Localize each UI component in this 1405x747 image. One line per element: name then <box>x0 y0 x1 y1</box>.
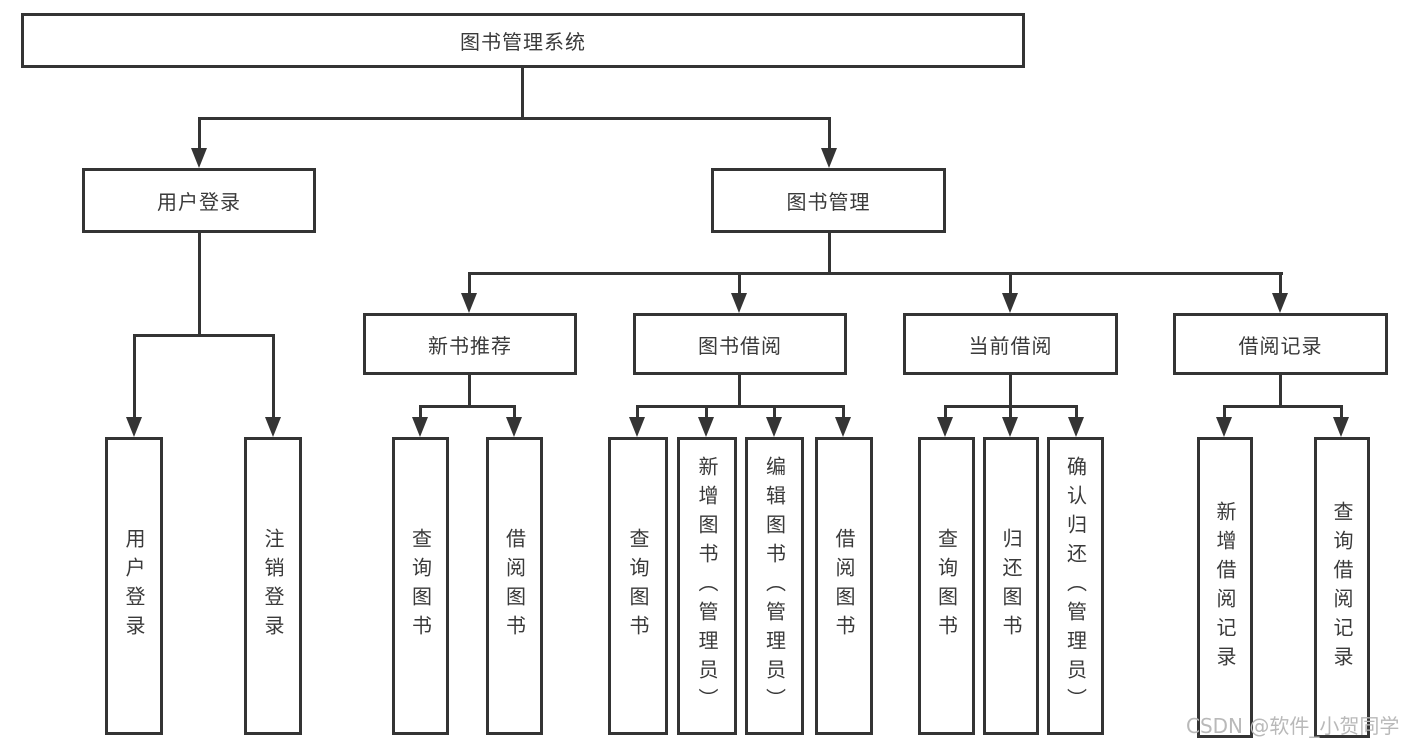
leaf-label: 借阅图书 <box>832 528 856 644</box>
arrow-down-icon <box>937 417 953 437</box>
arrow-down-icon <box>766 417 782 437</box>
leaf-query-books-1: 查询图书 <box>392 437 449 735</box>
leaf-label: 新增图书（管理员） <box>695 455 719 717</box>
connector-line <box>198 117 831 120</box>
node-user-login-label: 用户登录 <box>157 190 241 214</box>
connector-line <box>133 336 136 420</box>
arrow-down-icon <box>1272 293 1288 313</box>
leaf-query-books-3: 查询图书 <box>918 437 975 735</box>
arrow-down-icon <box>821 148 837 168</box>
leaf-confirm-return-admin: 确认归还（管理员） <box>1047 437 1104 735</box>
leaf-user-login: 用户登录 <box>105 437 163 735</box>
arrow-down-icon <box>1333 417 1349 437</box>
leaf-borrow-books-2: 借阅图书 <box>815 437 873 735</box>
leaf-label: 确认归还（管理员） <box>1063 455 1088 717</box>
connector-line <box>1279 274 1282 296</box>
connector-line <box>842 407 845 420</box>
csdn-watermark: CSDN @软件_小贺同学 <box>1186 714 1400 738</box>
node-root-label: 图书管理系统 <box>460 30 586 54</box>
node-borrow-records-label: 借阅记录 <box>1238 333 1323 358</box>
arrow-down-icon <box>126 417 142 437</box>
connector-line <box>738 375 741 407</box>
connector-line <box>272 336 275 420</box>
arrow-down-icon <box>629 417 645 437</box>
connector-line <box>1009 274 1012 296</box>
connector-line <box>636 407 639 420</box>
arrow-down-icon <box>835 417 851 437</box>
connector-line <box>419 407 422 420</box>
connector-line <box>468 375 471 407</box>
node-root: 图书管理系统 <box>21 13 1025 68</box>
connector-line <box>636 405 845 408</box>
arrow-down-icon <box>265 417 281 437</box>
connector-line <box>1009 407 1012 420</box>
arrow-down-icon <box>1216 417 1232 437</box>
node-book-mgmt: 图书管理 <box>711 168 946 233</box>
node-borrow-records: 借阅记录 <box>1173 313 1388 375</box>
connector-line <box>1009 375 1012 407</box>
leaf-query-borrow-record: 查询借阅记录 <box>1314 437 1370 738</box>
node-new-book-rec: 新书推荐 <box>363 313 577 375</box>
leaf-borrow-books-1: 借阅图书 <box>486 437 543 735</box>
arrow-down-icon <box>698 417 714 437</box>
arrow-down-icon <box>412 417 428 437</box>
node-current-borrow: 当前借阅 <box>903 313 1118 375</box>
connector-line <box>773 407 776 420</box>
connector-line <box>521 68 524 118</box>
connector-line <box>738 274 741 296</box>
node-book-mgmt-label: 图书管理 <box>786 190 871 214</box>
arrow-down-icon <box>506 417 522 437</box>
leaf-label: 注销登录 <box>261 528 285 644</box>
arrow-down-icon <box>1068 417 1084 437</box>
leaf-label: 借阅图书 <box>502 528 527 644</box>
leaf-query-books-2: 查询图书 <box>608 437 668 735</box>
connector-line <box>1223 405 1343 408</box>
connector-line <box>828 233 831 273</box>
node-book-borrow-label: 图书借阅 <box>698 333 782 358</box>
node-current-borrow-label: 当前借阅 <box>968 333 1053 358</box>
connector-line <box>944 405 1078 408</box>
connector-line <box>198 233 201 335</box>
connector-line <box>133 334 275 337</box>
node-book-borrow: 图书借阅 <box>633 313 847 375</box>
leaf-logout: 注销登录 <box>244 437 302 735</box>
arrow-down-icon <box>1002 417 1018 437</box>
node-user-login: 用户登录 <box>82 168 316 233</box>
arrow-down-icon <box>731 293 747 313</box>
connector-line <box>468 272 1283 275</box>
arrow-down-icon <box>1002 293 1018 313</box>
node-new-book-rec-label: 新书推荐 <box>428 333 512 358</box>
connector-line <box>198 118 201 150</box>
connector-line <box>828 118 831 150</box>
arrow-down-icon <box>191 148 207 168</box>
leaf-label: 查询图书 <box>408 528 433 644</box>
leaf-label: 查询借阅记录 <box>1330 500 1354 675</box>
leaf-label: 编辑图书（管理员） <box>762 455 787 717</box>
leaf-label: 新增借阅记录 <box>1213 500 1237 675</box>
leaf-label: 查询图书 <box>934 528 959 644</box>
connector-line <box>944 407 947 420</box>
connector-line <box>1340 407 1343 420</box>
connector-line <box>1075 407 1078 420</box>
connector-line <box>705 407 708 420</box>
leaf-add-borrow-record: 新增借阅记录 <box>1197 437 1253 738</box>
leaf-edit-books-admin: 编辑图书（管理员） <box>745 437 804 735</box>
arrow-down-icon <box>461 293 477 313</box>
connector-line <box>468 274 471 296</box>
connector-line <box>513 407 516 420</box>
leaf-label: 用户登录 <box>122 528 146 644</box>
connector-line <box>419 405 516 408</box>
leaf-return-books: 归还图书 <box>983 437 1039 735</box>
leaf-label: 查询图书 <box>626 528 650 644</box>
connector-line <box>1223 407 1226 420</box>
connector-line <box>1279 375 1282 407</box>
leaf-label: 归还图书 <box>999 528 1023 644</box>
leaf-add-books-admin: 新增图书（管理员） <box>677 437 737 735</box>
